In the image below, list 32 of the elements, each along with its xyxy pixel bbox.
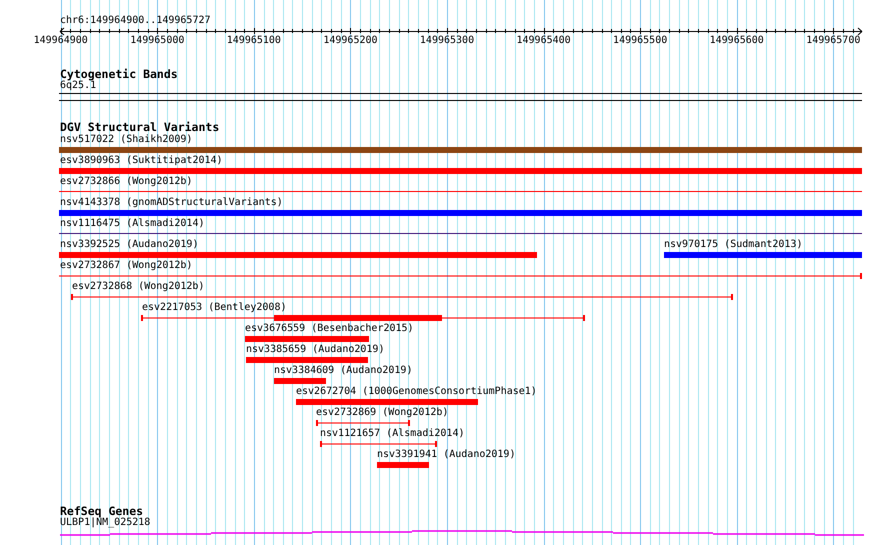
- variant-label: esv2732867 (Wong2012b): [60, 260, 192, 271]
- tick-label: 149964900: [34, 35, 88, 46]
- cytoband-label: 6q25.1: [60, 80, 96, 91]
- gene-label: ULBP1|NM_025218: [60, 517, 150, 528]
- track-heading: DGV Structural Variants: [60, 121, 220, 134]
- variant-label: nsv3391941 (Audano2019): [377, 449, 516, 460]
- variant-label: esv2732866 (Wong2012b): [60, 176, 192, 187]
- variant-label: esv3890963 (Suktitipat2014): [60, 155, 223, 166]
- variant-label: esv3676559 (Besenbacher2015): [245, 323, 414, 334]
- variant-label: nsv3384609 (Audano2019): [274, 365, 412, 376]
- variant-label: nsv3392525 (Audano2019): [60, 239, 198, 250]
- variant-label: nsv3385659 (Audano2019): [246, 344, 384, 355]
- track-heading: RefSeq Genes: [60, 504, 144, 518]
- track-heading: Cytogenetic Bands: [60, 68, 178, 81]
- variant-label: esv2732869 (Wong2012b): [316, 407, 448, 418]
- variant-label: nsv970175 (Sudmant2013): [664, 239, 802, 250]
- tick-label: 149965200: [323, 35, 378, 46]
- tick-label: 149965500: [613, 35, 668, 46]
- variant-label: esv2672704 (1000GenomesConsortiumPhase1): [296, 386, 537, 397]
- variant-label: nsv1116475 (Alsmadi2014): [60, 218, 204, 229]
- region-title: chr6:149964900..149965727: [60, 15, 211, 26]
- tick-label: 149965000: [130, 35, 184, 46]
- variant-label: nsv4143378 (gnomADStructuralVariants): [60, 197, 283, 208]
- variant-label: esv2217053 (Bentley2008): [142, 302, 286, 313]
- variant-label: nsv517022 (Shaikh2009): [60, 134, 192, 145]
- variant-label: nsv1121657 (Alsmadi2014): [320, 428, 464, 439]
- tick-label: 149965700: [806, 35, 860, 46]
- tick-label: 149965300: [420, 35, 474, 46]
- tick-label: 149965100: [226, 35, 281, 46]
- tick-label: 149965400: [516, 35, 571, 46]
- tick-label: 149965600: [710, 35, 764, 46]
- variant-label: esv2732868 (Wong2012b): [72, 281, 204, 292]
